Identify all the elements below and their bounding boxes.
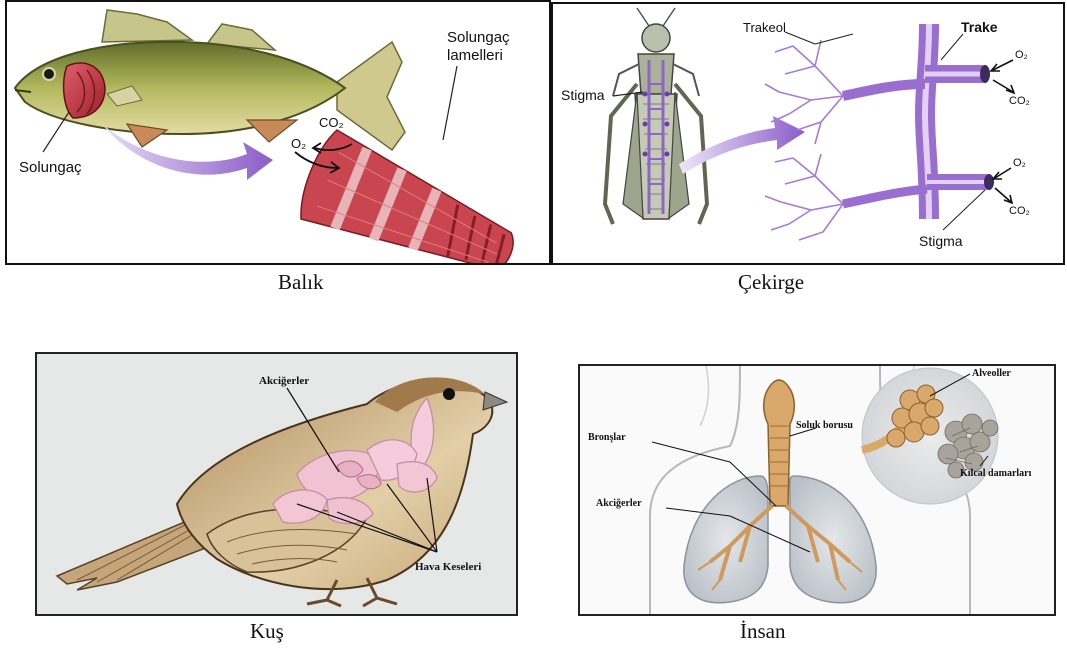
o2-label: O₂	[291, 136, 306, 151]
alveoli-label: Alveoller	[972, 368, 1011, 379]
bird-illustration: Akciğerler Hava Keseleri	[37, 354, 516, 614]
lamellae-leader-line	[443, 66, 457, 140]
gill-lamellae	[293, 127, 530, 263]
bird-lungs-label: Akciğerler	[259, 375, 309, 387]
fish-eye	[43, 68, 55, 80]
stigma-bottom-label: Stigma	[919, 233, 963, 249]
o2-top-label: O₂	[1015, 49, 1028, 61]
human-left-lung	[684, 476, 768, 603]
grasshopper-arrow	[679, 116, 805, 174]
grasshopper-caption: Çekirge	[738, 270, 804, 295]
co2-top-label: CO₂	[1009, 95, 1030, 107]
human-lungs-label: Akciğerler	[596, 498, 642, 509]
human-respiration-panel: Alveoller Soluk borusu Bronşlar Akciğerl…	[578, 364, 1056, 616]
bird-caption: Kuş	[250, 619, 284, 644]
grasshopper-respiration-panel: Trakeol Trake Stigma Stigma O₂ CO₂ O₂ CO…	[551, 2, 1065, 265]
capillaries-label: Kılcal damarları	[960, 468, 1032, 479]
fish-anal-fin	[247, 120, 297, 142]
fish-caption: Balık	[278, 270, 324, 295]
bird-eye	[443, 388, 455, 400]
lamellae-label-line1: Solungaç	[447, 29, 510, 46]
trachea-label: Trake	[961, 19, 998, 35]
human-trachea-label: Soluk borusu	[796, 420, 853, 431]
gill-label: Solungaç	[19, 159, 82, 176]
bird-air-sacs-label: Hava Keseleri	[415, 561, 481, 573]
fish-tail	[337, 42, 405, 150]
alveoli-inset	[862, 368, 998, 504]
lamellae-label-line2: lamelleri	[447, 47, 503, 64]
stigma-left-label: Stigma	[561, 87, 605, 103]
human-right-lung	[790, 476, 876, 603]
grasshopper-body	[605, 8, 707, 224]
fish-illustration: Solungaç Solungaç lamelleri CO₂ O₂	[7, 2, 549, 263]
o2-bottom-label: O₂	[1013, 157, 1026, 169]
grasshopper-illustration: Trakeol Trake Stigma Stigma O₂ CO₂ O₂ CO…	[553, 4, 1063, 263]
human-illustration: Alveoller Soluk borusu Bronşlar Akciğerl…	[580, 366, 1054, 614]
bronchi-label: Bronşlar	[588, 432, 626, 443]
co2-bottom-label: CO₂	[1009, 205, 1030, 217]
fish-dorsal-fin	[102, 10, 192, 42]
human-caption: İnsan	[740, 619, 786, 644]
tracheole-label: Trakeol	[743, 20, 786, 35]
co2-label: CO₂	[319, 115, 344, 130]
bird-respiration-panel: Akciğerler Hava Keseleri	[35, 352, 518, 616]
bird-beak	[483, 392, 507, 410]
fish-respiration-panel: Solungaç Solungaç lamelleri CO₂ O₂	[5, 0, 551, 265]
